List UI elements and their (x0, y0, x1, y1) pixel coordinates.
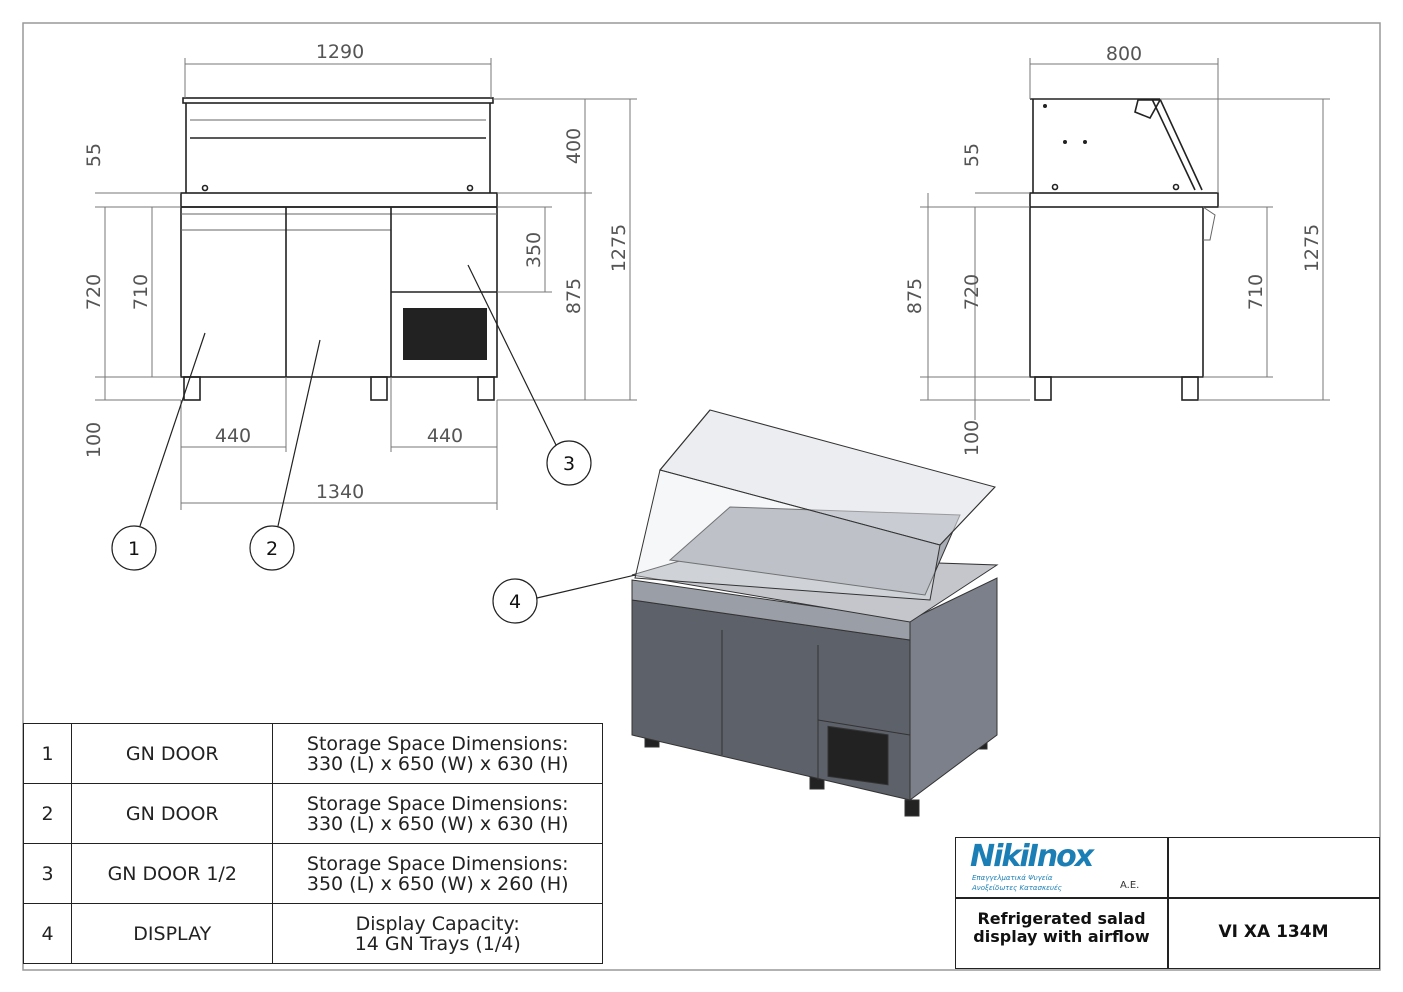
dim-1275: 1275 (608, 224, 630, 272)
legend-name: GN DOOR (71, 783, 274, 844)
legend-desc: Storage Space Dimensions:330 (L) x 650 (… (272, 723, 603, 784)
legend-desc: Storage Space Dimensions:330 (L) x 650 (… (272, 783, 603, 844)
side-dim-710: 710 (1245, 274, 1267, 310)
product-description: Refrigerated salad display with airflow (956, 910, 1167, 946)
dim-720: 720 (83, 274, 105, 310)
legend-desc: Display Capacity:14 GN Trays (1/4) (272, 903, 603, 964)
dim-350: 350 (523, 232, 545, 268)
legend-num: 1 (22, 723, 73, 784)
dim-door-right-440: 440 (427, 425, 463, 447)
balloon-3 (546, 440, 592, 486)
dim-width-1340: 1340 (316, 481, 364, 503)
side-dim-100: 100 (961, 420, 983, 456)
table-row: 1 GN DOOR Storage Space Dimensions:330 (… (22, 723, 603, 784)
legend-desc-line2: 330 (L) x 650 (W) x 630 (H) (306, 752, 569, 775)
description-line-2: display with airflow (973, 927, 1150, 946)
balloon-2 (249, 525, 295, 571)
logo-subtitle-2: Ανοξείδωτες Κατασκευές (972, 884, 1062, 892)
legend-desc-line1: Display Capacity: (355, 912, 520, 935)
legend-name: GN DOOR 1/2 (71, 843, 274, 904)
legend-desc-line1: Storage Space Dimensions: (306, 732, 569, 755)
table-row: 4 DISPLAY Display Capacity:14 GN Trays (… (22, 903, 603, 964)
legend-desc-line2: 350 (L) x 650 (W) x 260 (H) (306, 872, 569, 895)
table-row: 3 GN DOOR 1/2 Storage Space Dimensions:3… (22, 843, 603, 904)
side-dimensions (920, 58, 1330, 420)
logo-text: NikiInox (970, 839, 1094, 874)
logo-suffix: A.E. (1120, 880, 1140, 891)
drawing-border (22, 22, 1381, 971)
parts-legend-table: 1 GN DOOR Storage Space Dimensions:330 (… (22, 723, 603, 964)
balloon-1 (111, 525, 157, 571)
description-line-1: Refrigerated salad (977, 909, 1146, 928)
side-dim-800: 800 (1106, 43, 1142, 65)
legend-num: 3 (22, 843, 73, 904)
legend-desc-line1: Storage Space Dimensions: (306, 852, 569, 875)
legend-name: GN DOOR (71, 723, 274, 784)
dim-710: 710 (130, 274, 152, 310)
legend-name: DISPLAY (71, 903, 274, 964)
title-block: NikiInox Επαγγελματικά Ψυγεία Ανοξείδωτε… (955, 837, 1380, 969)
table-row: 2 GN DOOR Storage Space Dimensions:330 (… (22, 783, 603, 844)
legend-desc-line1: Storage Space Dimensions: (306, 792, 569, 815)
legend-desc: Storage Space Dimensions:350 (L) x 650 (… (272, 843, 603, 904)
side-dim-55: 55 (961, 143, 983, 167)
dim-door-left-440: 440 (215, 425, 251, 447)
dim-100: 100 (83, 422, 105, 458)
dim-875: 875 (563, 278, 585, 314)
side-dim-875: 875 (904, 278, 926, 314)
balloon-4-label: 4 (509, 591, 521, 613)
isometric-view (631, 409, 999, 817)
brand-logo: NikiInox Επαγγελματικά Ψυγεία Ανοξείδωτε… (970, 841, 1160, 895)
dim-400: 400 (563, 128, 585, 164)
side-view (1029, 98, 1219, 401)
balloon-3-label: 3 (563, 453, 575, 475)
balloon-2-label: 2 (266, 538, 278, 560)
logo-subtitle-1: Επαγγελματικά Ψυγεία (972, 874, 1053, 882)
front-dimensions (95, 58, 637, 510)
balloon-4 (492, 578, 538, 624)
condenser-grille (403, 308, 487, 360)
side-dim-720: 720 (961, 274, 983, 310)
legend-desc-line2: 330 (L) x 650 (W) x 630 (H) (306, 812, 569, 835)
front-view (180, 97, 498, 401)
side-dim-1275: 1275 (1301, 224, 1323, 272)
dim-width-1290: 1290 (316, 41, 364, 63)
dim-55: 55 (83, 143, 105, 167)
model-number: VI XA 134M (1218, 922, 1329, 942)
legend-num: 4 (22, 903, 73, 964)
legend-desc-line2: 14 GN Trays (1/4) (354, 932, 521, 955)
legend-num: 2 (22, 783, 73, 844)
balloon-1-label: 1 (128, 538, 140, 560)
